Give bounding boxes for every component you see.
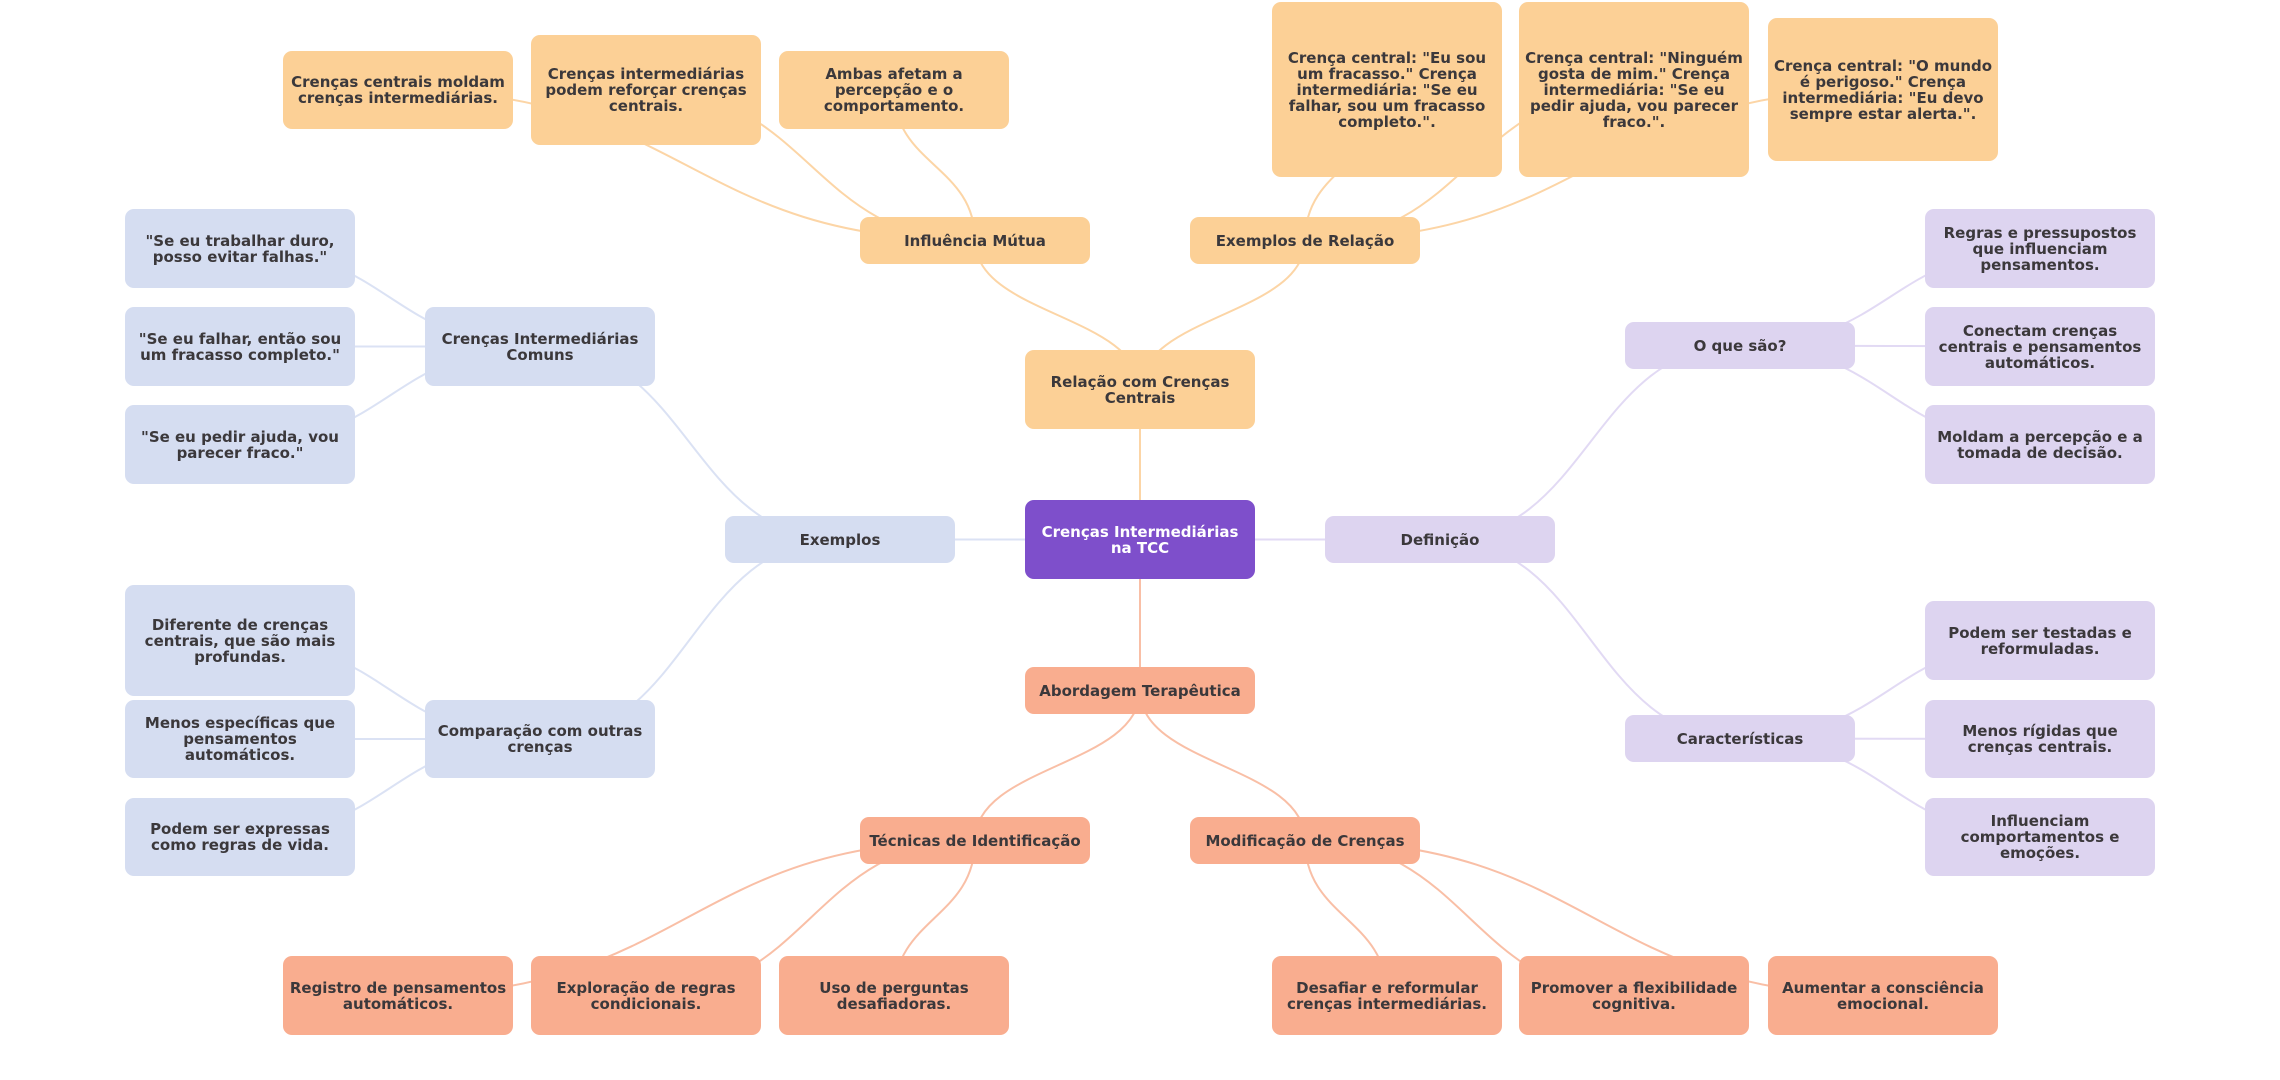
node-caract[interactable]: Características	[1625, 715, 1855, 762]
node-label: Menos específicas que pensamentos automá…	[144, 714, 336, 764]
node-label: Diferente de crenças centrais, que são m…	[144, 615, 336, 666]
node-tecnicas[interactable]: Técnicas de Identificação	[860, 817, 1090, 864]
node-mod1[interactable]: Desafiar e reformular crenças intermediá…	[1272, 956, 1502, 1035]
node-mod3[interactable]: Aumentar a consciência emocional.	[1768, 956, 1998, 1035]
node-label: Comparação com outras crenças	[437, 722, 643, 756]
node-label: "Se eu falhar, então sou um fracasso com…	[138, 329, 342, 364]
node-exemplos[interactable]: Exemplos	[725, 516, 955, 563]
node-cmp2[interactable]: Menos específicas que pensamentos automá…	[125, 700, 355, 778]
node-car2[interactable]: Menos rígidas que crenças centrais.	[1925, 700, 2155, 778]
node-com2[interactable]: "Se eu falhar, então sou um fracasso com…	[125, 307, 355, 386]
edge-definicao-to-caract	[1439, 538, 1741, 740]
node-tec3[interactable]: Uso de perguntas desafiadoras.	[779, 956, 1009, 1035]
node-label: Relação com Crenças Centrais	[1050, 372, 1230, 407]
node-label: "Se eu trabalhar duro, posso evitar falh…	[145, 231, 335, 266]
node-oqs3[interactable]: Moldam a percepção e a tomada de decisão…	[1925, 405, 2155, 484]
node-oquesao[interactable]: O que são?	[1625, 322, 1855, 369]
edge-abordagem-to-tecnicas	[974, 690, 1141, 841]
node-car1[interactable]: Podem ser testadas e reformuladas.	[1925, 601, 2155, 680]
node-label: Crença central: "Eu sou um fracasso." Cr…	[1287, 48, 1487, 131]
node-modif[interactable]: Modificação de Crenças	[1190, 817, 1420, 864]
node-label: Características	[1676, 729, 1804, 748]
node-influencia[interactable]: Influência Mútua	[860, 217, 1090, 264]
node-label: Desafiar e reformular crenças intermediá…	[1287, 978, 1487, 1013]
node-label: Menos rígidas que crenças centrais.	[1962, 722, 2118, 756]
node-label: O que são?	[1693, 336, 1787, 355]
node-label: Crenças centrais moldam crenças intermed…	[291, 73, 505, 107]
node-tec1[interactable]: Registro de pensamentos automáticos.	[283, 956, 513, 1035]
node-label: Influenciam comportamentos e emoções.	[1960, 812, 2120, 862]
node-label: Crença central: "Ninguém gosta de mim." …	[1525, 48, 1743, 131]
node-exr2[interactable]: Crença central: "Ninguém gosta de mim." …	[1519, 2, 1749, 177]
node-cmp1[interactable]: Diferente de crenças centrais, que são m…	[125, 585, 355, 696]
node-label: Moldam a percepção e a tomada de decisão…	[1937, 427, 2143, 462]
node-label: Ambas afetam a percepção e o comportamen…	[823, 65, 965, 115]
node-label: Regras e pressupostos que influenciam pe…	[1943, 223, 2137, 274]
node-exr1[interactable]: Crença central: "Eu sou um fracasso." Cr…	[1272, 2, 1502, 177]
node-com1[interactable]: "Se eu trabalhar duro, posso evitar falh…	[125, 209, 355, 288]
node-label: Exemplos	[799, 530, 881, 549]
node-abordagem[interactable]: Abordagem Terapêutica	[1025, 667, 1255, 714]
node-com3[interactable]: "Se eu pedir ajuda, vou parecer fraco."	[125, 405, 355, 484]
node-comuns[interactable]: Crenças Intermediárias Comuns	[425, 307, 655, 386]
node-label: Registro de pensamentos automáticos.	[289, 978, 507, 1013]
node-label: Promover a flexibilidade cognitiva.	[1530, 978, 1738, 1013]
node-label: Podem ser expressas como regras de vida.	[150, 820, 330, 854]
node-label: Uso de perguntas desafiadoras.	[819, 978, 969, 1013]
node-label: Crença central: "O mundo é perigoso." Cr…	[1773, 56, 1993, 123]
node-inf3[interactable]: Ambas afetam a percepção e o comportamen…	[779, 51, 1009, 129]
node-root[interactable]: Crenças Intermediárias na TCC	[1025, 500, 1255, 579]
node-inf1[interactable]: Crenças centrais moldam crenças intermed…	[283, 51, 513, 129]
node-mod2[interactable]: Promover a flexibilidade cognitiva.	[1519, 956, 1749, 1035]
node-label: Conectam crenças centrais e pensamentos …	[1938, 321, 2142, 372]
node-cmp3[interactable]: Podem ser expressas como regras de vida.	[125, 798, 355, 876]
node-label: Crenças intermediárias podem reforçar cr…	[545, 65, 747, 115]
node-label: Técnicas de Identificação	[869, 831, 1081, 850]
node-label: Crenças Intermediárias Comuns	[441, 329, 639, 364]
node-label: Exploração de regras condicionais.	[556, 978, 736, 1013]
node-label: "Se eu pedir ajuda, vou parecer fraco."	[141, 427, 339, 462]
node-car3[interactable]: Influenciam comportamentos e emoções.	[1925, 798, 2155, 876]
node-label: Abordagem Terapêutica	[1039, 681, 1241, 700]
node-definicao[interactable]: Definição	[1325, 516, 1555, 563]
node-tec2[interactable]: Exploração de regras condicionais.	[531, 956, 761, 1035]
node-label: Exemplos de Relação	[1215, 231, 1395, 250]
edge-definicao-to-oquesao	[1439, 344, 1741, 541]
node-relacao[interactable]: Relação com Crenças Centrais	[1025, 350, 1255, 429]
node-label: Influência Mútua	[904, 231, 1046, 250]
node-label: Crenças Intermediárias na TCC	[1041, 522, 1239, 557]
node-exrel[interactable]: Exemplos de Relação	[1190, 217, 1420, 264]
node-inf2[interactable]: Crenças intermediárias podem reforçar cr…	[531, 35, 761, 145]
node-label: Podem ser testadas e reformuladas.	[1948, 623, 2132, 658]
node-oqs1[interactable]: Regras e pressupostos que influenciam pe…	[1925, 209, 2155, 288]
node-comparacao[interactable]: Comparação com outras crenças	[425, 700, 655, 778]
node-label: Aumentar a consciência emocional.	[1782, 978, 1984, 1013]
node-exr3[interactable]: Crença central: "O mundo é perigoso." Cr…	[1768, 18, 1998, 161]
node-label: Definição	[1400, 530, 1480, 549]
node-oqs2[interactable]: Conectam crenças centrais e pensamentos …	[1925, 307, 2155, 386]
edge-abordagem-to-modif	[1139, 690, 1306, 841]
node-label: Modificação de Crenças	[1205, 831, 1405, 850]
